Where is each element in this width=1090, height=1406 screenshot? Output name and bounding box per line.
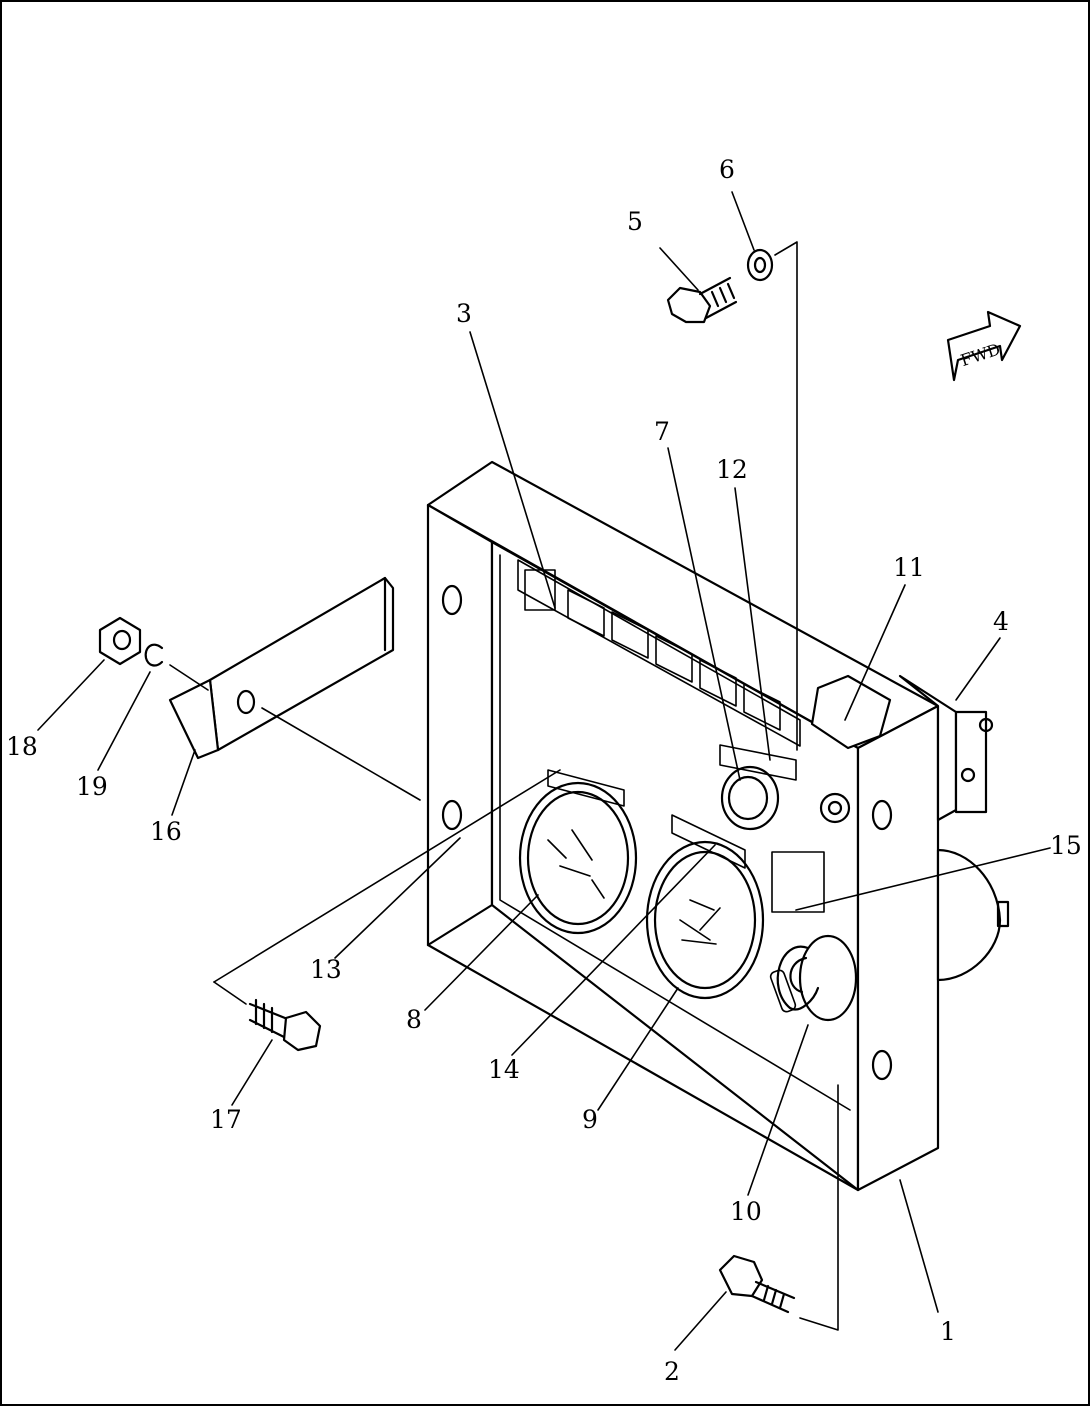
callout-4: 4 <box>993 607 1009 636</box>
bolt-5-leader <box>774 241 798 751</box>
callout-19: 19 <box>76 772 108 801</box>
bolt-17 <box>213 981 322 1052</box>
callout-5: 5 <box>627 207 643 236</box>
callout-7: 7 <box>654 417 670 446</box>
label-plate-14 <box>671 814 746 869</box>
callout-3: 3 <box>456 299 472 328</box>
callout-labels: 1 2 3 4 5 6 7 8 9 10 11 12 13 14 15 16 1… <box>6 155 1082 1386</box>
buzzer <box>936 848 1010 982</box>
switch-11 <box>810 674 892 824</box>
label-plate-15 <box>771 851 825 913</box>
warning-lamp-strip <box>517 559 801 747</box>
washer-6 <box>746 248 774 282</box>
starting-switch-10 <box>769 934 858 1022</box>
callout-16: 16 <box>150 817 182 846</box>
bolt-2 <box>718 1254 796 1314</box>
bolt-2-leader <box>799 1084 839 1331</box>
label-plate-12 <box>719 744 797 781</box>
callout-9: 9 <box>582 1105 598 1134</box>
fwd-arrow: FWD <box>946 310 1022 382</box>
gauge-9 <box>645 840 765 1000</box>
callout-13: 13 <box>310 955 342 984</box>
callout-8: 8 <box>406 1005 422 1034</box>
bracket-16 <box>168 576 421 801</box>
callout-15: 15 <box>1050 831 1082 860</box>
callout-12: 12 <box>716 455 748 484</box>
callout-11: 11 <box>893 553 925 582</box>
relay-4 <box>898 674 994 822</box>
nut-18 <box>98 616 142 666</box>
leader-lines <box>37 191 1051 1351</box>
callout-2: 2 <box>664 1357 680 1386</box>
pilot-lamp-7 <box>720 765 780 831</box>
bolt-5 <box>666 276 738 324</box>
callout-1: 1 <box>940 1317 956 1346</box>
callout-17: 17 <box>210 1105 242 1134</box>
label-plate-13 <box>547 769 625 807</box>
callout-10: 10 <box>730 1197 762 1226</box>
callout-6: 6 <box>719 155 735 184</box>
callout-14: 14 <box>488 1055 520 1084</box>
callout-18: 18 <box>6 732 38 761</box>
lock-washer-19 <box>144 643 209 691</box>
gauge-8 <box>518 781 638 935</box>
